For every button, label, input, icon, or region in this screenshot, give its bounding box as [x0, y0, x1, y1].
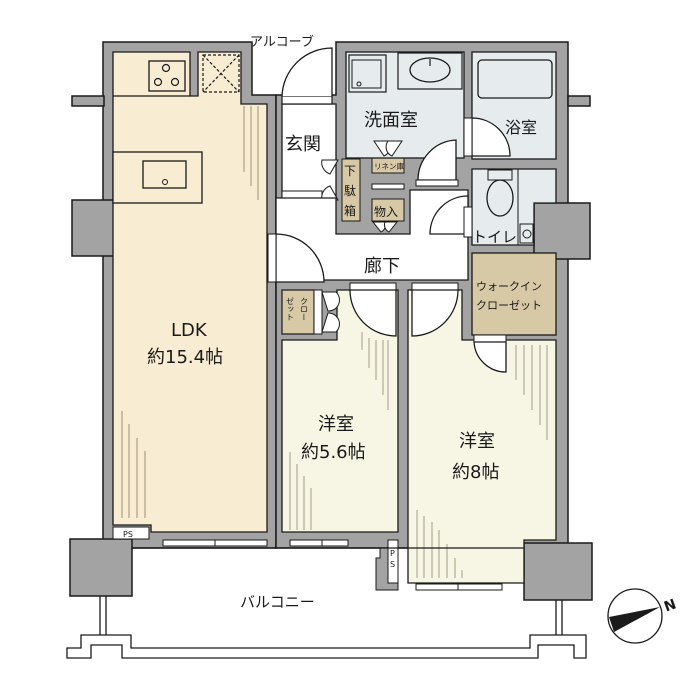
wic-label-1: ウォークイン	[476, 280, 542, 293]
alcove-label: アルコーブ	[250, 34, 314, 50]
balcony	[66, 547, 587, 659]
bathroom-label: 浴室	[505, 118, 537, 137]
hallway-label: 廊下	[364, 256, 400, 277]
ldk-size: 約15.4帖	[147, 347, 223, 368]
washbasin-icon	[409, 57, 451, 83]
ps-left-label: PS	[123, 530, 133, 539]
linen-storage-label: リネン庫	[374, 161, 404, 171]
compass-icon	[607, 588, 663, 644]
kitchen-island	[112, 151, 203, 204]
labels: アルコーブ 玄関 洗面室 浴室 トイレ リネン庫 物入 下 駄 箱 廊下 ウォー…	[123, 34, 678, 616]
balcony-label: バルコニー	[240, 593, 315, 611]
shoe-box-label-1: 下	[344, 164, 356, 178]
washing-machine-icon	[348, 54, 387, 93]
sink-icon	[142, 160, 187, 189]
room1-window	[289, 539, 349, 547]
ldk-name: LDK	[171, 320, 208, 341]
bathtub-icon	[477, 59, 553, 99]
toilet-label: トイレ	[472, 228, 517, 246]
shoe-box-label-3: 箱	[344, 203, 356, 218]
hallway	[267, 189, 469, 283]
storage-label: 物入	[374, 205, 398, 219]
refrigerator-space-icon	[202, 54, 240, 93]
toilet-room	[463, 168, 557, 246]
walk-in-closet	[471, 252, 557, 336]
shoe-box-label-2: 駄	[344, 183, 356, 198]
ps-right-label-2: S	[390, 560, 395, 569]
stove-icon	[148, 60, 186, 92]
room2-window	[415, 583, 503, 591]
bathroom	[463, 51, 557, 160]
toilet-icon	[486, 179, 514, 217]
western-room-2	[407, 282, 557, 591]
room1-name: 洋室	[318, 414, 354, 435]
storage-units	[341, 157, 405, 222]
ldk	[112, 51, 268, 547]
closet-label-col2: クロー	[300, 297, 309, 321]
washroom-label: 洗面室	[364, 110, 418, 131]
room1-size: 約5.6帖	[301, 442, 366, 463]
entrance-label: 玄関	[285, 134, 321, 155]
room2-name: 洋室	[459, 431, 495, 452]
north-label: N	[662, 596, 678, 615]
entrance-area	[281, 47, 339, 201]
western-room-1	[281, 282, 399, 547]
washroom	[345, 51, 465, 187]
wic-label-2: クローゼット	[476, 299, 542, 312]
ps-right-label-1: P	[390, 549, 395, 558]
closet-label-col1: ゼット	[286, 297, 295, 321]
room2-size: 約8帖	[452, 462, 499, 483]
